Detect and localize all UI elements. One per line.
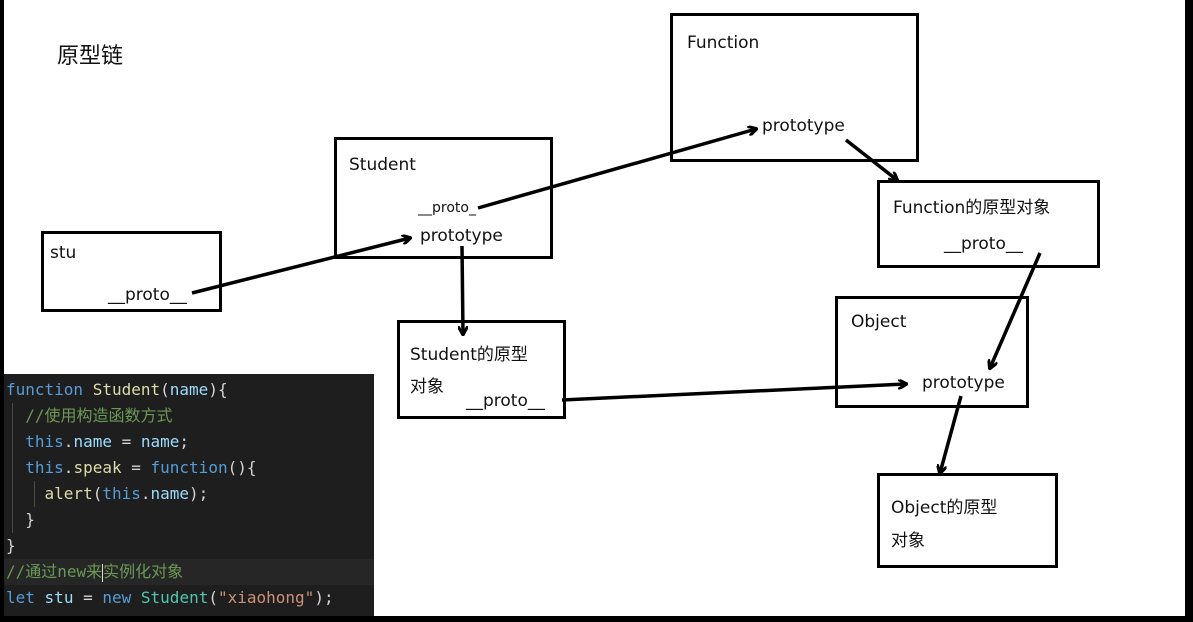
text-cursor	[102, 563, 104, 582]
code-line-4: this.speak = function(){	[4, 455, 374, 481]
code-comment: //使用构造函数方式	[25, 406, 173, 425]
code-comment: 实例化对象	[103, 562, 184, 581]
diagram-title: 原型链	[57, 44, 124, 69]
node-object-name: Object	[851, 312, 907, 332]
node-object-prototype-object-name-line1: Object的原型	[891, 498, 998, 518]
indent-guide	[12, 429, 13, 455]
code-token: Student	[92, 380, 161, 399]
frame-bottom-edge	[0, 616, 1193, 622]
node-object-prototype: prototype	[922, 373, 1005, 393]
indent-guide	[12, 507, 13, 533]
node-object-prototype-object-name-line2: 对象	[891, 531, 925, 551]
indent-guide	[34, 481, 35, 507]
frame-left-edge	[0, 0, 4, 622]
code-token: =	[121, 458, 151, 477]
code-line-2: //使用构造函数方式	[4, 403, 374, 429]
code-token: this	[102, 484, 141, 503]
node-function-prototype-object-proto: __proto__	[944, 234, 1023, 254]
code-token: name	[169, 380, 209, 399]
code-token: this	[25, 432, 64, 451]
node-function-prototype: prototype	[762, 116, 845, 136]
code-token: }	[6, 536, 16, 555]
code-token: name	[150, 484, 190, 503]
code-token: stu	[44, 588, 74, 607]
node-stu-proto: __proto__	[108, 285, 187, 305]
node-student-prototype-object-name-line2: 对象	[410, 377, 444, 397]
node-student-proto: __proto_	[418, 200, 476, 216]
code-token: );	[189, 484, 209, 503]
frame-right-edge	[1185, 0, 1193, 622]
code-token: ){	[208, 380, 228, 399]
code-token: .	[63, 458, 74, 477]
code-token: function	[150, 458, 228, 477]
code-token: this	[25, 458, 64, 477]
code-token: }	[25, 510, 35, 529]
code-line-6: }	[4, 507, 374, 533]
code-token: name	[73, 432, 112, 451]
node-function-prototype-object-name: Function的原型对象	[893, 198, 1051, 218]
code-token: (	[92, 484, 103, 503]
code-token: Student	[140, 588, 209, 607]
code-line-9: let stu = new Student("xiaohong");	[4, 585, 374, 611]
code-token: ;	[179, 432, 190, 451]
code-token: "xiaohong"	[217, 588, 315, 607]
node-student-prototype-object-name-line1: Student的原型	[410, 345, 528, 365]
code-line-8: //通过new来实例化对象	[4, 559, 374, 585]
node-function-name: Function	[687, 33, 760, 53]
code-token: =	[111, 432, 141, 451]
code-token: new	[102, 588, 132, 607]
node-object-prototype-object	[877, 473, 1058, 568]
code-line-1: function Student(name){	[4, 377, 374, 403]
code-token: );	[314, 588, 334, 607]
code-line-7: }	[4, 533, 374, 559]
code-token: speak	[73, 458, 122, 477]
code-token: name	[140, 432, 180, 451]
code-editor-panel: function Student(name){ //使用构造函数方式 this.…	[4, 374, 374, 616]
indent-guide	[12, 455, 13, 481]
node-student-name: Student	[349, 155, 416, 175]
code-token: (	[160, 380, 170, 399]
node-student-prototype: prototype	[420, 226, 503, 246]
node-student-prototype-object-proto: __proto__	[466, 391, 545, 411]
code-line-5: alert(this.name);	[4, 481, 374, 507]
code-token: function	[6, 380, 84, 399]
code-token: =	[73, 588, 103, 607]
node-stu-name: stu	[50, 243, 77, 263]
indent-guide	[12, 481, 13, 507]
code-comment: //通过new来	[6, 562, 103, 581]
code-token: (){	[227, 458, 257, 477]
code-token: .	[63, 432, 74, 451]
code-token: .	[140, 484, 151, 503]
node-student-prototype-object	[397, 320, 566, 419]
code-token: (	[208, 588, 218, 607]
code-line-3: this.name = name;	[4, 429, 374, 455]
indent-guide	[12, 403, 13, 429]
code-token: alert	[44, 484, 93, 503]
code-token: let	[6, 588, 35, 607]
node-function	[670, 13, 919, 162]
